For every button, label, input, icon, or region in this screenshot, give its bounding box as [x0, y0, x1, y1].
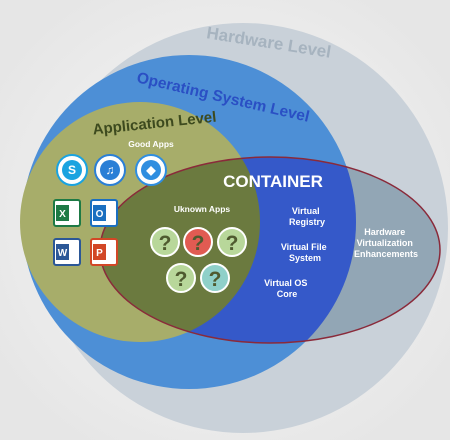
outlook-glyph: O	[96, 209, 104, 220]
svg-text:?: ?	[192, 232, 205, 255]
unknown-app-icon: ?	[150, 227, 180, 257]
dropbox-icon: ◆	[135, 154, 167, 186]
svg-text:?: ?	[159, 232, 172, 255]
excel-glyph: X	[59, 209, 66, 220]
container-ellipse-app-part	[100, 157, 260, 342]
unknown-app-icon: ?	[217, 227, 247, 257]
unknown-app-icon: ?	[183, 227, 213, 257]
unknown-app-icon: ?	[166, 263, 196, 293]
unknown-apps-label: Uknown Apps	[174, 204, 231, 214]
unknown-app-icon: ?	[200, 263, 230, 293]
good-apps-label: Good Apps	[128, 139, 174, 149]
svg-text:?: ?	[226, 232, 239, 255]
virtual-file-system-label: Virtual File System	[281, 242, 329, 263]
virtual-os-core-label: Virtual OS Core	[264, 278, 310, 299]
itunes-icon: ♫	[94, 154, 126, 186]
dropbox-glyph: ◆	[145, 163, 156, 177]
virtual-registry-label: Virtual Registry	[289, 206, 325, 227]
container-title: CONTAINER	[223, 172, 323, 191]
powerpoint-glyph: P	[96, 248, 103, 259]
hardware-virtualization-enhancements-label: Hardware Virtualization Enhancements	[354, 227, 418, 259]
skype-glyph: S	[68, 163, 76, 177]
skype-icon: S	[56, 154, 88, 186]
excel-icon: X	[53, 199, 81, 227]
svg-text:?: ?	[209, 268, 222, 291]
powerpoint-icon: P	[90, 238, 118, 266]
itunes-glyph: ♫	[106, 163, 115, 177]
outlook-icon: O	[90, 199, 118, 227]
word-icon: W	[53, 238, 81, 266]
word-glyph: W	[58, 248, 68, 259]
good-apps-icons: S ♫ ◆ X O W P	[53, 154, 167, 266]
svg-text:?: ?	[175, 268, 188, 291]
